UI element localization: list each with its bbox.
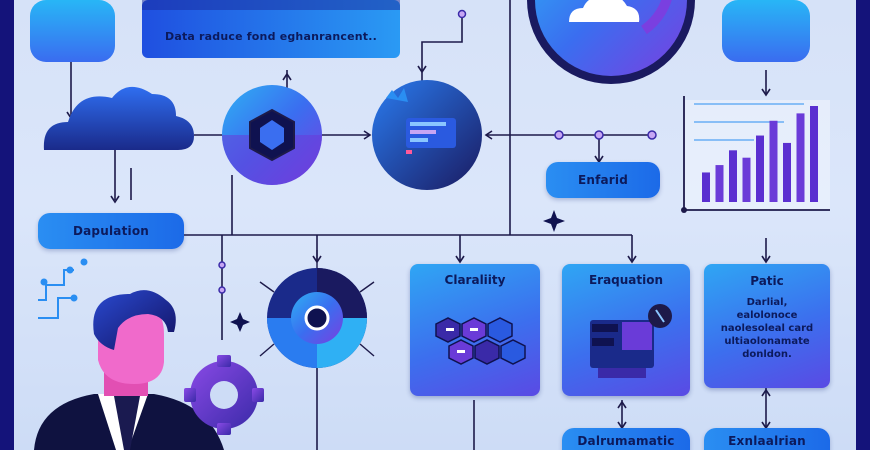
dalrumamatic-pill: Dalrumamatic — [562, 428, 690, 450]
cloud-icon — [43, 86, 194, 150]
eraquation-card: Eraquation — [562, 264, 690, 396]
diagram-canvas: Data raduce fond eghanrancent.. Dapulati… — [14, 0, 856, 450]
dapulation-pill: Dapulation — [38, 213, 184, 249]
chart-bar-0 — [702, 172, 710, 202]
chart-bars — [702, 106, 818, 202]
sparkle-icon — [543, 210, 565, 232]
person-illustration — [34, 290, 224, 450]
target-circle — [259, 250, 375, 368]
hexagon-network-circle — [222, 85, 322, 185]
patic-card-body: Darlial, ealolonoce naolesoleal card ult… — [720, 297, 814, 360]
clarality-card: Claraliity — [410, 264, 540, 396]
cloud-monitor-circle — [527, 0, 695, 84]
patic-card-title: Patic — [750, 274, 784, 288]
chart-bar-5 — [769, 120, 778, 202]
clarality-card-title: Claraliity — [444, 273, 506, 287]
sparkle-icon — [230, 312, 250, 332]
eraquation-card-title: Eraquation — [588, 273, 664, 287]
circuit-icon — [38, 258, 88, 319]
exnlaalrian-pill: Exnlaalrian — [704, 428, 830, 450]
gear-icon — [184, 355, 264, 435]
wire-nodes — [218, 9, 657, 294]
enfarid-pill: Enfarid — [546, 162, 660, 198]
database-cylinder-right — [722, 0, 810, 62]
chart-bar-8 — [810, 106, 818, 202]
chart-bar-1 — [715, 165, 724, 202]
analytics-screen-circle — [372, 80, 482, 190]
dashboard-screen-icon — [590, 304, 672, 378]
database-cylinder-left — [30, 0, 115, 62]
top-banner — [142, 0, 400, 58]
patic-card: Patic Darlial, ealolonoce naolesoleal ca… — [704, 264, 830, 388]
chart-bar-6 — [783, 142, 791, 202]
diagram-graphics — [30, 0, 830, 450]
hexagon-grid-icon — [435, 317, 526, 365]
chart-bar-7 — [796, 113, 805, 202]
chart-bar-3 — [742, 157, 751, 202]
chart-bar-2 — [729, 150, 737, 202]
chart-bar-4 — [756, 135, 764, 202]
top-banner-text: Data raduce fond eghanrancent.. — [164, 29, 378, 43]
